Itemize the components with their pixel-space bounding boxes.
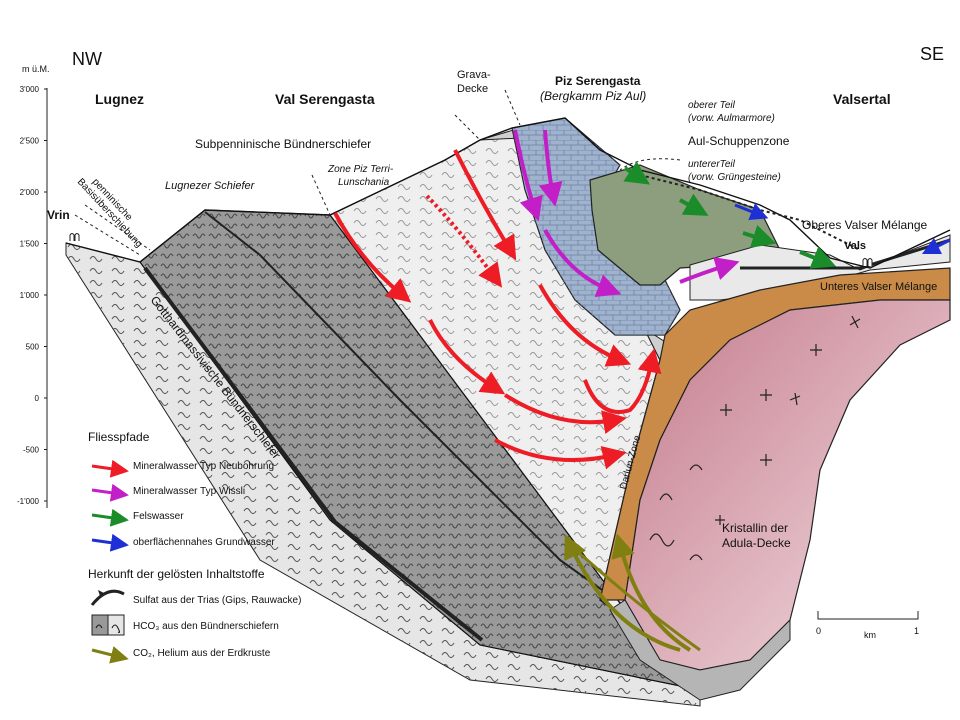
village-icon-vals xyxy=(862,258,873,266)
magenta-flow-3 xyxy=(543,229,622,298)
axis-tick-label: -500 xyxy=(23,446,40,455)
label-zone-terri-1: Zone Piz Terri- xyxy=(327,164,394,175)
label-vals: Vals xyxy=(844,240,866,252)
legend-flow-title: Fliesspfade xyxy=(88,430,150,444)
red-flow-1 xyxy=(333,212,412,303)
label-unteres-melange: Unteres Valser Mélange xyxy=(820,281,937,293)
legend: Fliesspfade Mineralwasser Typ Neubohrung… xyxy=(88,430,301,664)
legend-origin-2: HCO₃ aus den Bündnerschiefern xyxy=(133,621,279,632)
label-valsertal: Valsertal xyxy=(833,91,891,107)
legend-flow-4: oberflächennahes Grundwasser xyxy=(133,537,275,548)
sulfate-icon xyxy=(90,589,125,606)
red-flow-4 xyxy=(428,319,506,395)
axis-tick-label: -1'000 xyxy=(17,497,40,506)
label-aul-zone: Aul-Schuppenzone xyxy=(688,134,790,148)
label-lugnez: Lugnez xyxy=(95,91,144,107)
magenta-flow-4 xyxy=(679,257,740,284)
direction-nw: NW xyxy=(72,49,102,69)
axis-tick-label: 500 xyxy=(26,343,40,352)
axis-tick-label: 2'000 xyxy=(20,188,40,197)
green-flow-4 xyxy=(799,246,837,269)
co2-flow-3 xyxy=(563,538,701,652)
label-aul-lower-2: (vorw. Grüngesteine) xyxy=(688,172,781,183)
axis-tick-label: 0 xyxy=(35,394,40,403)
magenta-flow-1 xyxy=(513,129,543,222)
direction-se: SE xyxy=(920,44,944,64)
green-flow-2 xyxy=(679,193,709,216)
axis-tick-label: 3'000 xyxy=(20,85,40,94)
label-vrin: Vrin xyxy=(47,208,70,222)
legend-flow-3: Felswasser xyxy=(133,511,184,522)
elevation-axis: m ü.M. 3'000 2'500 2'000 1'500 1'000 500 0 -500… xyxy=(17,64,50,508)
label-val-serengasta: Val Serengasta xyxy=(275,91,375,107)
scale-bar: 0 km 1 xyxy=(816,611,919,640)
flow-paths xyxy=(333,129,951,652)
red-flow-8 xyxy=(494,438,627,470)
axis-unit: m ü.M. xyxy=(22,64,50,74)
label-aul-upper-2: (vorw. Aulmarmore) xyxy=(688,113,775,124)
legend-origin-title: Herkunft der gelösten Inhaltstoffe xyxy=(88,567,265,581)
label-aul-upper-1: oberer Teil xyxy=(688,100,736,111)
label-bergkamm: (Bergkamm Piz Aul) xyxy=(540,89,646,103)
co2-flow-1 xyxy=(564,534,681,652)
red-flow-6 xyxy=(503,393,627,434)
red-flow-3 xyxy=(425,194,503,288)
scale-unit: km xyxy=(864,630,876,640)
label-oberes-melange: Oberes Valser Mélange xyxy=(802,218,928,232)
legend-swatch-magenta xyxy=(91,483,129,502)
axis-tick-label: 2'500 xyxy=(20,137,40,146)
axis-tick-label: 1'500 xyxy=(20,240,40,249)
blue-flow-2 xyxy=(921,237,951,255)
legend-swatch-blue xyxy=(91,533,129,552)
green-flow-3 xyxy=(742,224,777,248)
label-zone-terri-2: Lunschania xyxy=(338,177,390,188)
label-grava-1: Grava- xyxy=(457,69,491,81)
label-penn-2: Basisüberschiebung xyxy=(75,177,144,250)
label-subpenninic: Subpenninische Bündnerschiefer xyxy=(195,137,371,151)
legend-swatch-green xyxy=(91,508,129,527)
label-grava-2: Decke xyxy=(457,83,488,95)
label-kristallin-2: Adula-Decke xyxy=(722,536,791,550)
green-flow-1 xyxy=(623,161,650,185)
legend-origin-3: CO₂, Helium aus der Erdkruste xyxy=(133,648,271,659)
blue-flow-1 xyxy=(734,203,769,221)
legend-origin-1: Sulfat aus der Trias (Gips, Rauwacke) xyxy=(133,595,301,606)
red-flow-7 xyxy=(583,348,662,414)
axis-tick-label: 1'000 xyxy=(20,291,40,300)
label-kristallin-1: Kristallin der xyxy=(722,521,788,535)
legend-flow-1: Mineralwasser Typ Neubohrung xyxy=(133,461,274,472)
village-icon-vrin xyxy=(69,233,80,241)
red-flow-2 xyxy=(453,149,517,261)
magenta-flow-2 xyxy=(538,129,563,207)
label-lugnezer: Lugnezer Schiefer xyxy=(165,180,256,192)
scale-end: 1 xyxy=(914,626,919,636)
legend-swatch-olive xyxy=(91,646,129,664)
legend-flow-2: Mineralwasser Typ Wissli xyxy=(133,486,245,497)
label-aul-lower-1: untererTeil xyxy=(688,159,736,170)
red-flow-5 xyxy=(538,284,632,367)
label-piz-serengasta: Piz Serengasta xyxy=(555,74,641,88)
scale-start: 0 xyxy=(816,626,821,636)
legend-swatch-red xyxy=(91,459,129,478)
